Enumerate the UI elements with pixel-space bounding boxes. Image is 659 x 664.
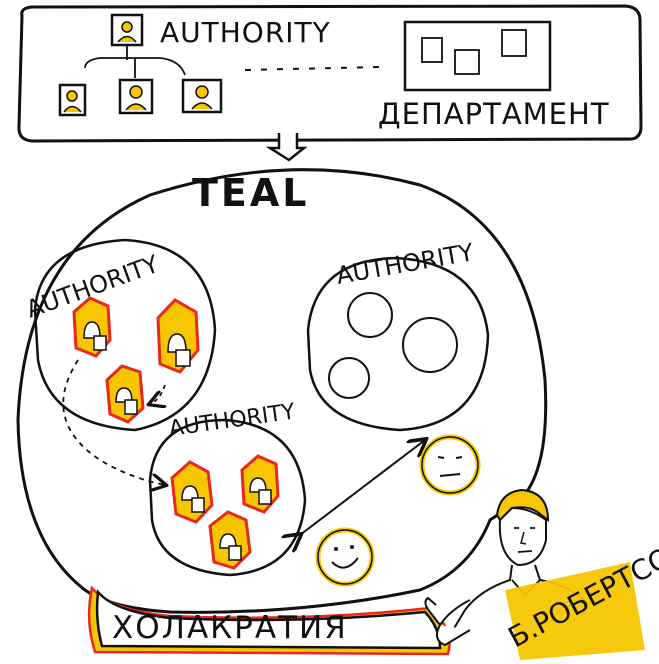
dashed-transfer-arrow: [62, 359, 165, 485]
employee-icon: [181, 78, 223, 114]
role-hexagon: [208, 510, 252, 570]
department-label: ДЕПАРТАМЕНТ: [378, 97, 610, 131]
circle-left: [33, 238, 217, 432]
role-hexagon: [156, 298, 200, 374]
hierarchy-connectors: [84, 46, 186, 78]
role-hexagon: [240, 454, 280, 514]
empty-role-circle: [402, 317, 458, 373]
dashed-arrow: [150, 384, 165, 404]
smiley-face-icon: [315, 527, 375, 587]
holacracy-label: ХОЛАКРАТИЯ: [112, 610, 348, 646]
employee-icon: [118, 78, 154, 115]
hierarchy-box: AUTHORITY ДЕПАРТАМЕНТ: [17, 4, 643, 143]
role-hexagon: [170, 460, 214, 524]
interaction-arrow: [300, 440, 425, 535]
department-box: [403, 20, 552, 92]
circle-right-label: AUTHORITY: [334, 238, 476, 290]
holacracy-base: [95, 588, 442, 650]
hierarchy-authority-label: AUTHORITY: [160, 16, 331, 49]
role-hexagon: [72, 296, 112, 358]
dashed-connector: [244, 66, 381, 71]
manager-icon: [110, 13, 144, 47]
empty-role-circle: [328, 357, 370, 399]
circle-right: [306, 256, 490, 432]
transition-arrow: [265, 133, 308, 162]
role-hexagon: [105, 364, 145, 424]
circle-bottom-label: AUTHORITY: [167, 399, 297, 442]
teal-title: TEAL: [192, 171, 310, 215]
presenter-figure: [424, 488, 591, 647]
empty-role-circle: [347, 292, 393, 338]
neutral-face-icon: [419, 434, 481, 496]
employee-icon: [58, 83, 87, 117]
teal-organization-boundary: [16, 168, 548, 614]
